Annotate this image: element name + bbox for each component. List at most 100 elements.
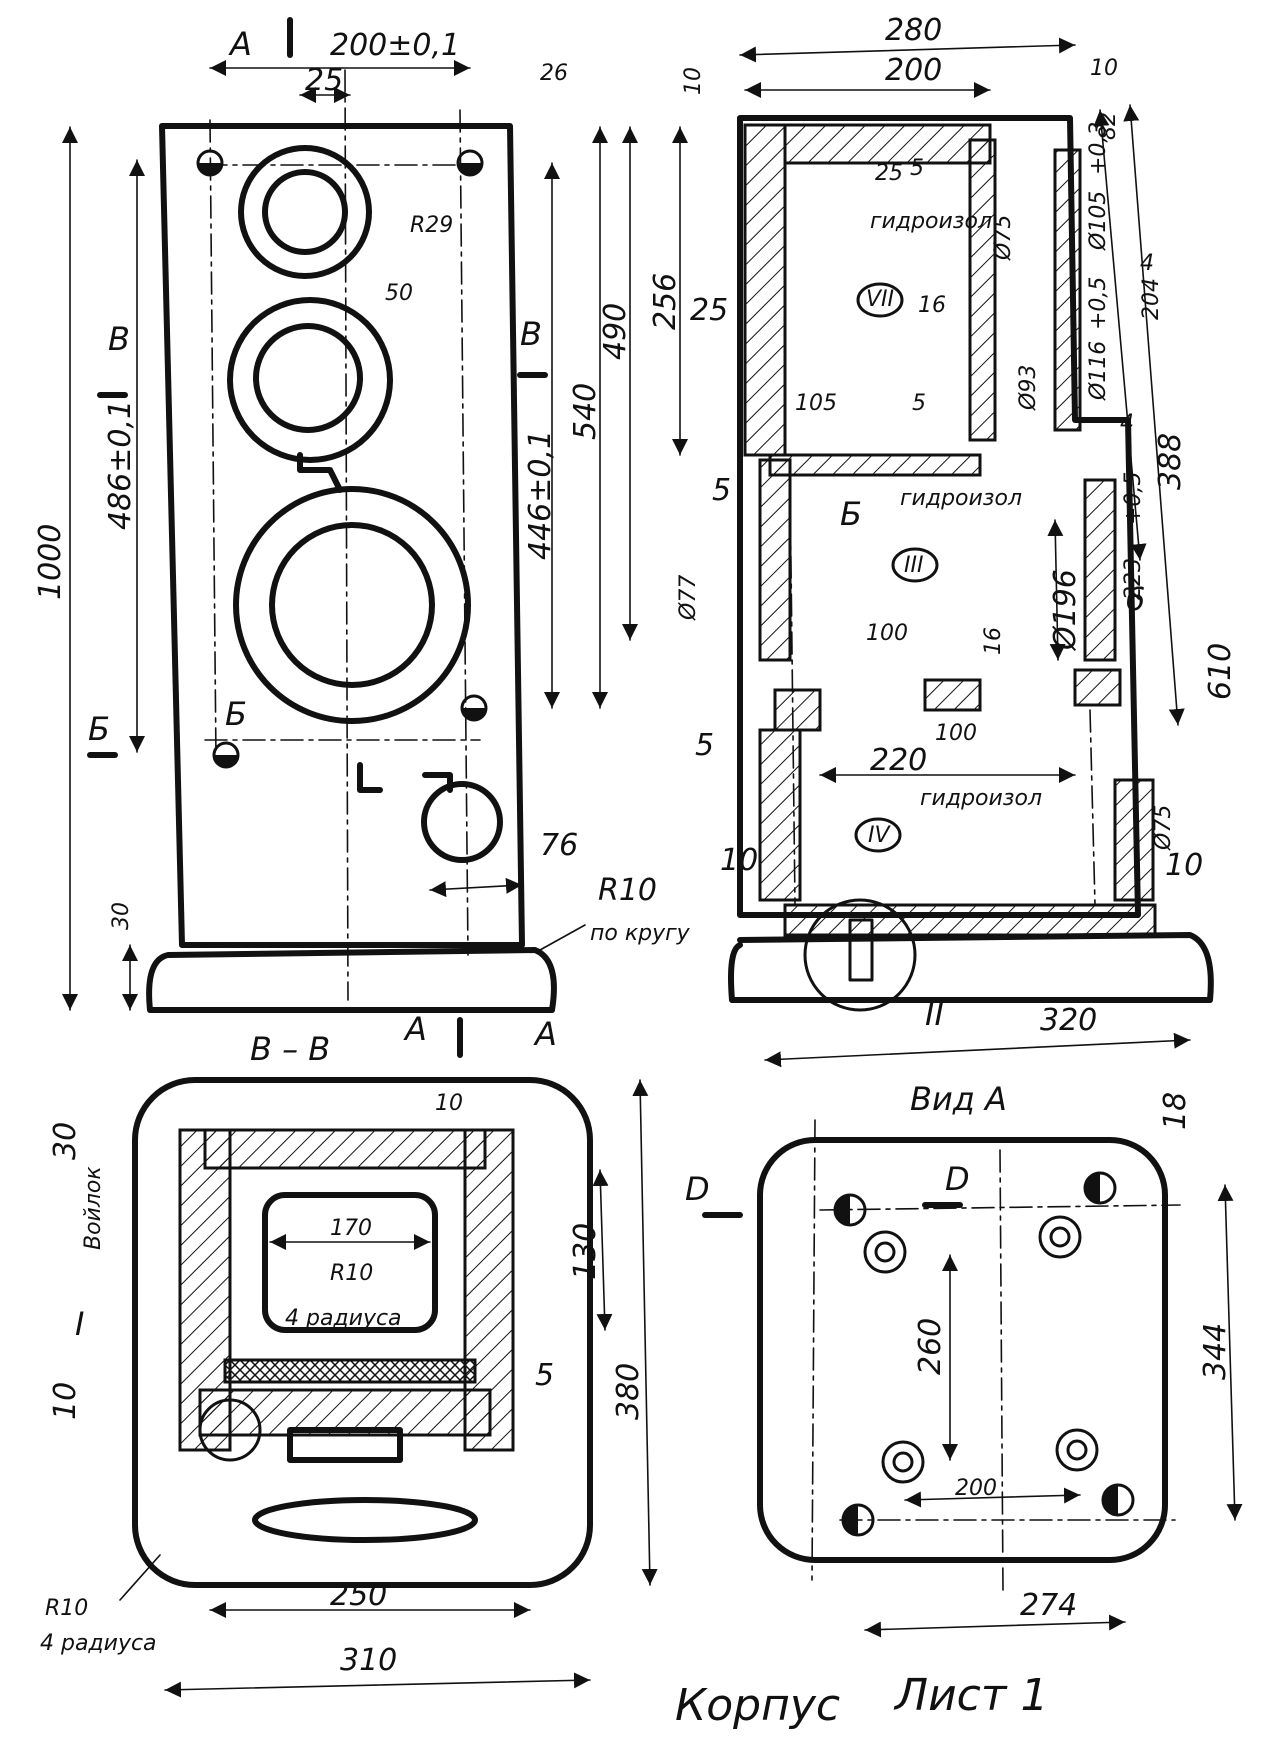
sheet-caption-part: Корпус <box>675 1680 840 1731</box>
section-a-axis-2 <box>1089 709 1096 906</box>
mount-hole-1-fill <box>198 163 222 175</box>
dim-d77: Ø77 <box>676 575 701 621</box>
section-a-base <box>728 932 1214 1003</box>
midrange-marker <box>297 452 343 493</box>
section-a-bolt <box>848 918 874 982</box>
view-a-hole-tl-fill <box>835 1195 850 1225</box>
dim-490: 490 <box>598 303 633 360</box>
dim-line-280 <box>739 37 1076 63</box>
chamber-label-2: III <box>904 553 923 578</box>
dim-223: 223 <box>1121 558 1146 600</box>
view-a-hole-br-fill <box>1103 1485 1118 1515</box>
mount-hole-4-fill <box>214 755 238 767</box>
note-4-radii-inner: 4 радиуса <box>285 1306 402 1331</box>
dim-line-320 <box>764 1032 1191 1068</box>
section-v-inner-window <box>262 1192 438 1333</box>
section-a-bottom-wall <box>783 903 1157 937</box>
note-waterproof-2: гидроизол <box>900 486 1022 511</box>
mount-hole-2-fill <box>458 163 482 175</box>
dim-16-rib: 16 <box>918 293 946 318</box>
dim-line-310 <box>164 1672 591 1698</box>
dim-260: 260 <box>913 1318 948 1375</box>
label-d-right: D <box>945 1160 970 1198</box>
dim-d116: Ø116 <box>1086 341 1111 401</box>
label-v-right: В <box>520 315 542 353</box>
dim-170: 170 <box>330 1216 372 1241</box>
dim-105: 105 <box>795 391 837 416</box>
chamber-label-1: VII <box>866 287 894 312</box>
woofer-inner-ring <box>269 522 435 688</box>
dim-100-mid: 100 <box>866 621 908 646</box>
dim-5-left: 5 <box>712 473 731 508</box>
bass-port <box>421 781 503 863</box>
section-v-felt-strip <box>223 1358 477 1384</box>
dim-486: 486±0,1 <box>103 400 138 530</box>
tweeter-outer-ring <box>238 145 372 279</box>
dim-d116-tol: +0,5 <box>1086 277 1111 330</box>
dim-130: 130 <box>568 1223 603 1280</box>
port-marker-right <box>422 772 453 793</box>
dim-5-lower: 5 <box>695 728 714 763</box>
label-b-direction: Б <box>840 495 862 533</box>
note-4-radii-corner: 4 радиуса <box>40 1631 157 1656</box>
dim-344: 344 <box>1198 1323 1233 1380</box>
section-a-front-upper <box>1053 148 1082 432</box>
dim-line-388 <box>1093 109 1147 561</box>
dim-250: 250 <box>330 1578 387 1613</box>
dim-r10-corner: R10 <box>45 1596 88 1621</box>
label-d-left: D <box>685 1170 710 1208</box>
view-a-hole-bl-fill <box>843 1505 858 1535</box>
chamber-mark-2 <box>891 547 939 583</box>
view-a-hole-tr-fill <box>1085 1173 1100 1203</box>
section-v-cone <box>252 1497 478 1543</box>
section-a-axis-1 <box>789 479 796 906</box>
section-a-shelf-2-right <box>1073 668 1122 707</box>
label-a-bottom: А <box>403 1010 427 1048</box>
dim-50: 50 <box>385 281 413 306</box>
dim-line-610 <box>1123 104 1185 726</box>
front-centerline-right <box>459 109 469 956</box>
section-a-top-wall <box>783 123 992 165</box>
dim-6: 6 <box>1125 580 1145 618</box>
view-a-bolt-tl-inner <box>874 1241 896 1263</box>
view-a-axis-top <box>819 1204 1181 1211</box>
dim-d196: Ø196 <box>1048 569 1083 652</box>
view-a-bolt-bl <box>881 1440 925 1484</box>
dim-10-bottom-right: 10 <box>1165 848 1203 883</box>
label-b-left: Б <box>88 710 110 748</box>
dim-446: 446±0,1 <box>523 430 558 560</box>
dim-388: 388 <box>1153 433 1188 490</box>
dim-line-130 <box>592 1169 613 1331</box>
front-cabinet-outline <box>159 123 525 948</box>
detail-ii-circle <box>803 898 917 1012</box>
dim-540: 540 <box>568 383 603 440</box>
dim-100-lower: 100 <box>935 721 977 746</box>
label-a-arrow: А <box>533 1015 557 1053</box>
leader-r10 <box>539 924 586 951</box>
dim-25: 25 <box>305 63 343 98</box>
chamber-mark-3 <box>854 817 902 853</box>
dim-line-380 <box>632 1079 658 1586</box>
dim-256: 256 <box>648 273 683 330</box>
section-v-view: В – В 10 30 Войлок I 170 R10 4 радиуса 1… <box>40 1030 658 1698</box>
front-view: А 200±0,1 25 26 R29 50 В В 1000 486±0,1 … <box>33 17 691 1058</box>
note-po-krugu: по кругу <box>590 921 691 946</box>
label-b-right: Б <box>225 695 247 733</box>
dim-204: 204 <box>1139 278 1164 320</box>
view-a-bolt-bl-inner <box>892 1451 914 1473</box>
dim-320: 320 <box>1040 1003 1097 1038</box>
dim-r10-inner: R10 <box>330 1261 373 1286</box>
label-detail-ii: II <box>925 995 944 1033</box>
note-waterproof-3: гидроизол <box>920 786 1042 811</box>
view-a-outline <box>757 1137 1168 1563</box>
dim-4a: 4 <box>1140 251 1154 276</box>
dim-30-base: 30 <box>109 902 134 930</box>
view-a-bolt-tr <box>1038 1215 1082 1259</box>
dim-r29: R29 <box>410 213 453 238</box>
dim-d105-tol: +0,3 <box>1086 122 1111 175</box>
midrange-outer-ring <box>227 297 393 463</box>
label-a-top: А <box>228 25 252 63</box>
note-waterproof-1: гидроизол <box>870 209 992 234</box>
section-a-view: 280 200 10 10 25 5 гидроизол 25 16 256 4… <box>598 13 1238 1068</box>
dim-380: 380 <box>611 1363 646 1420</box>
